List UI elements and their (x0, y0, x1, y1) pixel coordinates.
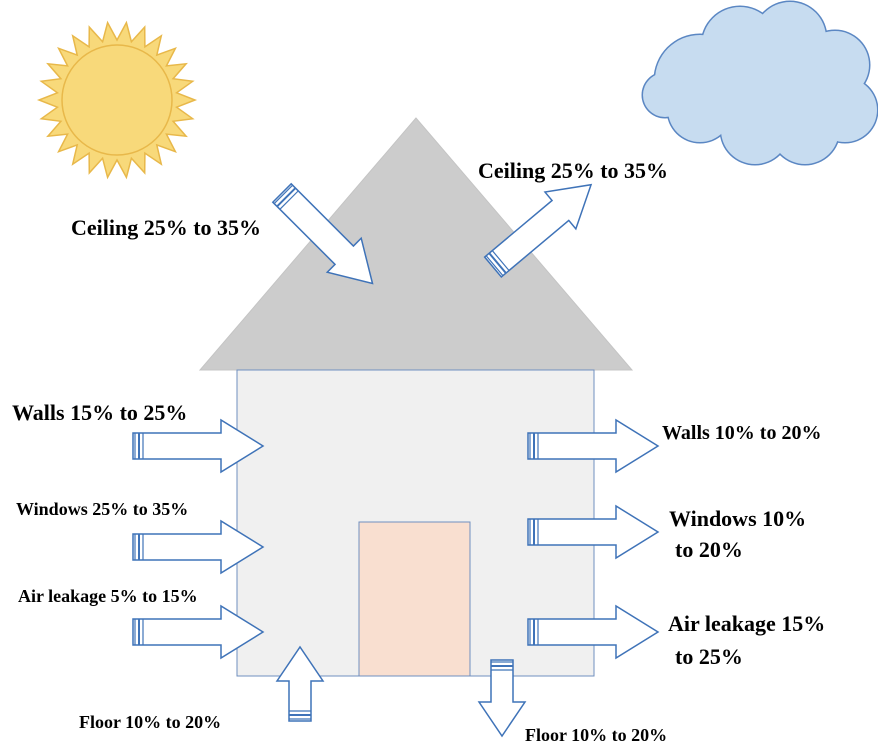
arrow-windows-out (527, 504, 660, 560)
arrow-air-in (132, 604, 265, 660)
arrow-body (527, 604, 660, 660)
label-windows-out-line2: to 20% (675, 537, 743, 562)
arrow-body (527, 504, 660, 560)
sun-icon (36, 20, 198, 180)
arrow-body (132, 519, 265, 575)
label-air-out-line1: Air leakage 15% (668, 611, 826, 636)
roof (198, 117, 634, 371)
label-windows-in: Windows 25% to 35% (16, 499, 189, 519)
arrow-windows-in (132, 519, 265, 575)
arrow-tail-stripe (276, 187, 297, 208)
arrow-walls-out (527, 418, 660, 474)
cloud-puff (643, 73, 687, 117)
label-floor-out: Floor 10% to 20% (525, 725, 668, 745)
arrow-tail-stripe (485, 255, 504, 277)
arrow-tail-stripe (279, 190, 299, 210)
door (358, 521, 471, 677)
cloud-puff (720, 35, 820, 135)
arrow-tail-stripe (491, 250, 510, 271)
arrow-body (483, 183, 593, 279)
arrow-air-out (527, 604, 660, 660)
arrow-ceiling-out (483, 183, 593, 279)
arrow-ceiling-in (271, 182, 374, 285)
label-floor-in: Floor 10% to 20% (79, 712, 222, 732)
arrow-walls-in (132, 418, 265, 474)
arrow-tail-stripe (488, 252, 507, 274)
arrow-body (271, 182, 374, 285)
cloud-icon (641, 0, 878, 166)
label-walls-out: Walls 10% to 20% (662, 422, 822, 444)
arrow-body (527, 418, 660, 474)
arrow-floor-out (477, 659, 527, 738)
arrow-body (132, 604, 265, 660)
arrow-body (132, 418, 265, 474)
label-walls-in: Walls 15% to 25% (12, 400, 188, 425)
label-ceiling-out: Ceiling 25% to 35% (478, 158, 669, 183)
label-ceiling-in: Ceiling 25% to 35% (71, 215, 262, 240)
label-air-out-line2: to 25% (675, 644, 743, 669)
arrow-tail-stripe (273, 184, 294, 205)
arrow-floor-in (275, 645, 325, 722)
label-air-in: Air leakage 5% to 15% (18, 586, 198, 606)
label-windows-out-line1: Windows 10% (669, 506, 807, 531)
